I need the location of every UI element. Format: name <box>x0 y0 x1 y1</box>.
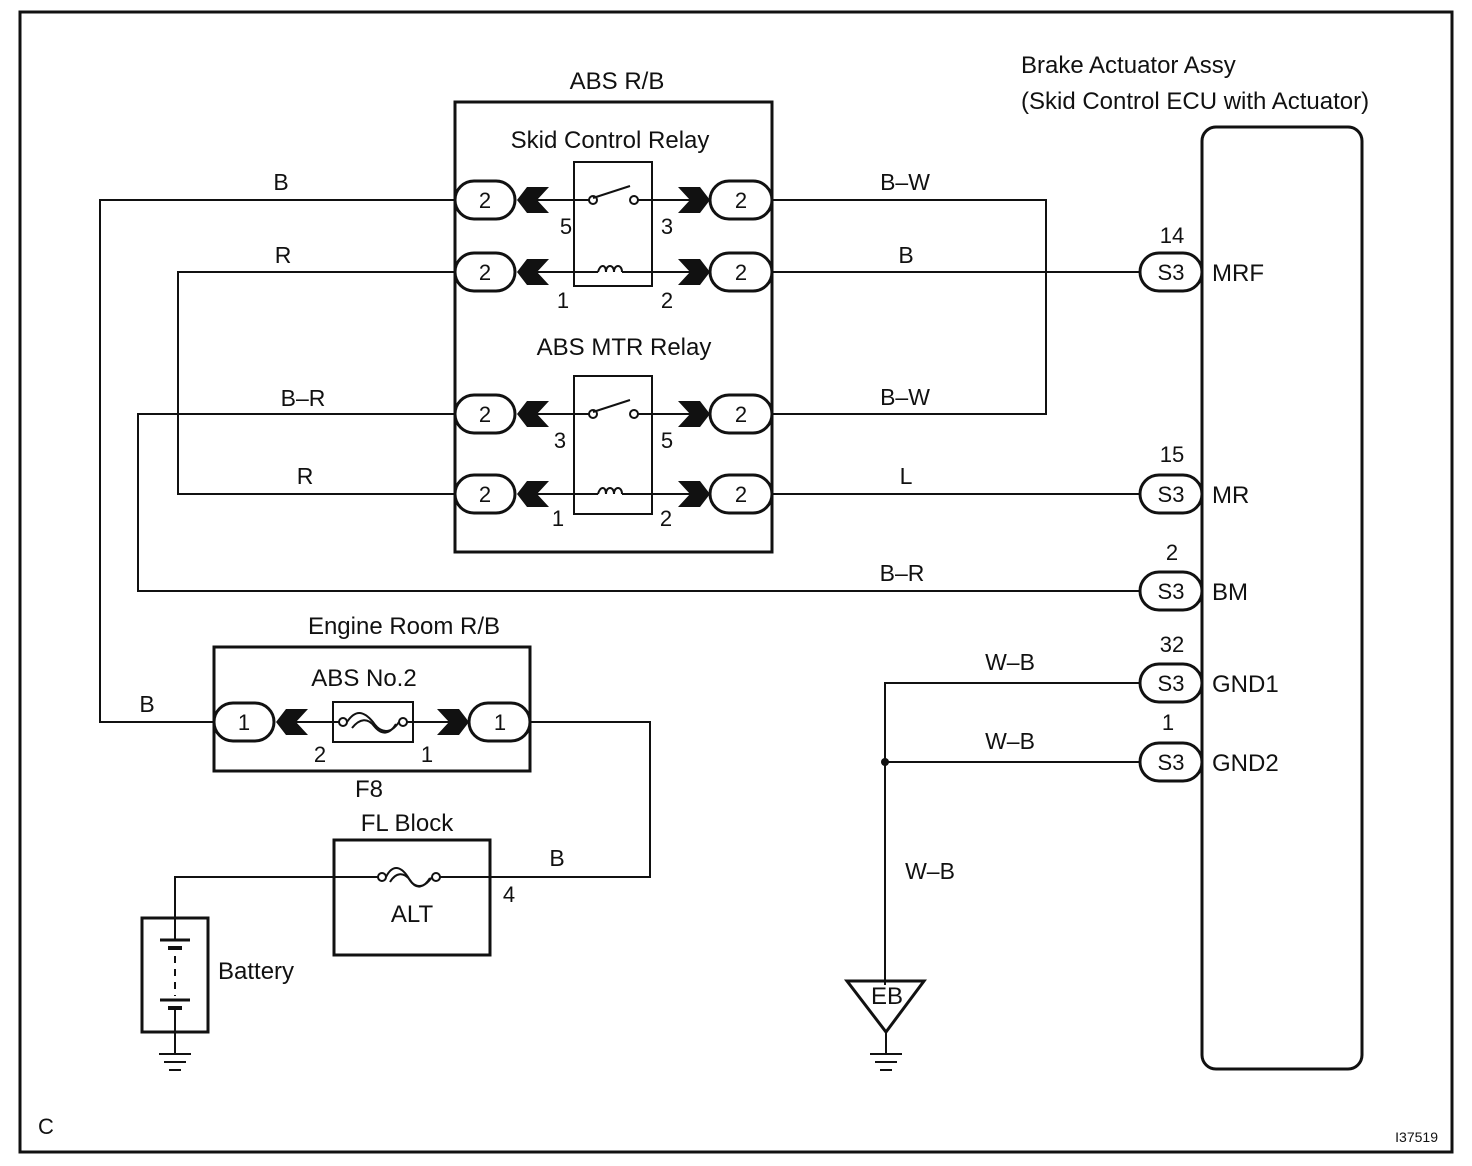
abs-rb-left-connectors: 2 2 2 2 <box>453 179 549 515</box>
skid-coil <box>533 265 695 273</box>
s3-connector-5: S3 <box>1158 750 1185 775</box>
terminal-mrf: MRF <box>1212 260 1264 287</box>
engine-conn-right: 1 <box>494 710 506 735</box>
fuse-code-f8: F8 <box>355 776 383 803</box>
terminal-bm: BM <box>1212 579 1248 606</box>
left-wire-labels: B R B–R R <box>273 169 325 489</box>
ecu-pin-1: 1 <box>1162 710 1174 735</box>
s3-connector-1: S3 <box>1158 260 1185 285</box>
abs-no2-fuse <box>296 701 449 743</box>
skid-conn-right-2: 2 <box>735 260 747 285</box>
figure-code: I37519 <box>1395 1129 1438 1145</box>
s3-connector-3: S3 <box>1158 579 1185 604</box>
mtr-conn-left-2: 2 <box>479 482 491 507</box>
alt-fuse <box>334 867 490 888</box>
ecu-pin-15: 15 <box>1160 442 1184 467</box>
ecu-pin-14: 14 <box>1160 223 1184 248</box>
ecu-pin-32: 32 <box>1160 632 1184 657</box>
skid-pin-1: 1 <box>557 288 569 313</box>
mtr-conn-right-2: 2 <box>735 482 747 507</box>
wire-label-wb-2: W–B <box>985 728 1035 754</box>
mtr-relay-body <box>573 375 653 515</box>
battery-label: Battery <box>218 958 294 985</box>
mtr-pin-1: 1 <box>552 506 564 531</box>
abs-no2-fuse-label: ABS No.2 <box>311 665 416 692</box>
alt-fuse-label: ALT <box>391 901 434 928</box>
outer-frame <box>18 10 1454 1154</box>
power-wires <box>174 721 651 920</box>
ground-eb-label: EB <box>871 983 903 1010</box>
skid-switch <box>533 185 695 205</box>
skid-relay-body <box>573 161 653 287</box>
engine-rb-connectors: 1 1 <box>212 701 532 743</box>
mtr-pin-3: 3 <box>554 428 566 453</box>
wire-label-b-1: B <box>273 169 288 195</box>
mtr-coil <box>533 487 695 495</box>
left-wires <box>99 199 1140 723</box>
abs-rb-right-connectors: 2 2 2 2 <box>678 179 774 515</box>
relay-pin-numbers: 5 3 1 2 3 5 1 2 <box>552 214 673 531</box>
frame-corner-label: C <box>38 1114 54 1139</box>
skid-conn-left-2: 2 <box>479 260 491 285</box>
ecu-title-1: Brake Actuator Assy <box>1021 52 1236 79</box>
fl-block-box <box>332 838 492 957</box>
skid-pin-5: 5 <box>560 214 572 239</box>
wire-label-bw-2: B–W <box>880 384 930 410</box>
wire-label-br-1: B–R <box>281 385 326 411</box>
engine-pin-2: 2 <box>314 742 326 767</box>
fl-pin-4: 4 <box>503 882 515 907</box>
wire-label-r-2: R <box>297 463 314 489</box>
skid-pin-3: 3 <box>661 214 673 239</box>
wire-label-wb-3: W–B <box>905 858 955 884</box>
mtr-switch <box>533 399 695 419</box>
terminal-gnd1: GND1 <box>1212 671 1279 698</box>
wire-label-b-3: B <box>139 691 154 717</box>
engine-rb-box <box>212 645 532 773</box>
terminal-gnd2: GND2 <box>1212 750 1279 777</box>
engine-pin-1: 1 <box>421 742 433 767</box>
ground-eb: EB <box>843 979 927 1071</box>
mtr-relay-title: ABS MTR Relay <box>537 334 712 361</box>
wire-label-b-2: B <box>898 242 913 268</box>
mtr-conn-right-1: 2 <box>735 402 747 427</box>
wire-label-bw-1: B–W <box>880 169 930 195</box>
engine-conn-left: 1 <box>238 710 250 735</box>
skid-relay-title: Skid Control Relay <box>511 127 710 154</box>
wire-label-b-4: B <box>549 845 564 871</box>
skid-conn-right-1: 2 <box>735 188 747 213</box>
terminal-mr: MR <box>1212 482 1249 509</box>
skid-conn-left-1: 2 <box>479 188 491 213</box>
s3-connector-2: S3 <box>1158 482 1185 507</box>
abs-rb-title: ABS R/B <box>570 68 665 95</box>
mtr-pin-2: 2 <box>660 506 672 531</box>
skid-pin-2: 2 <box>661 288 673 313</box>
mtr-conn-left-1: 2 <box>479 402 491 427</box>
ecu-terminals: 14 S3 MRF 15 S3 MR 2 S3 BM 32 S3 GND1 1 … <box>1138 223 1279 783</box>
wire-label-l: L <box>900 463 913 489</box>
wire-label-br-2: B–R <box>880 560 925 586</box>
s3-connector-4: S3 <box>1158 671 1185 696</box>
fl-block-title: FL Block <box>361 810 454 837</box>
right-wire-labels: B–W B B–W L B–R W–B W–B W–B <box>880 169 1035 884</box>
engine-rb-title: Engine Room R/B <box>308 613 500 640</box>
wire-label-wb-1: W–B <box>985 649 1035 675</box>
ecu-pin-2: 2 <box>1166 540 1178 565</box>
right-wires <box>772 199 1140 985</box>
wire-label-r-1: R <box>275 242 292 268</box>
battery-symbol <box>140 916 210 1071</box>
ecu-title-2: (Skid Control ECU with Actuator) <box>1021 88 1369 115</box>
mtr-pin-5: 5 <box>661 428 673 453</box>
abs-rb-box <box>453 100 774 554</box>
